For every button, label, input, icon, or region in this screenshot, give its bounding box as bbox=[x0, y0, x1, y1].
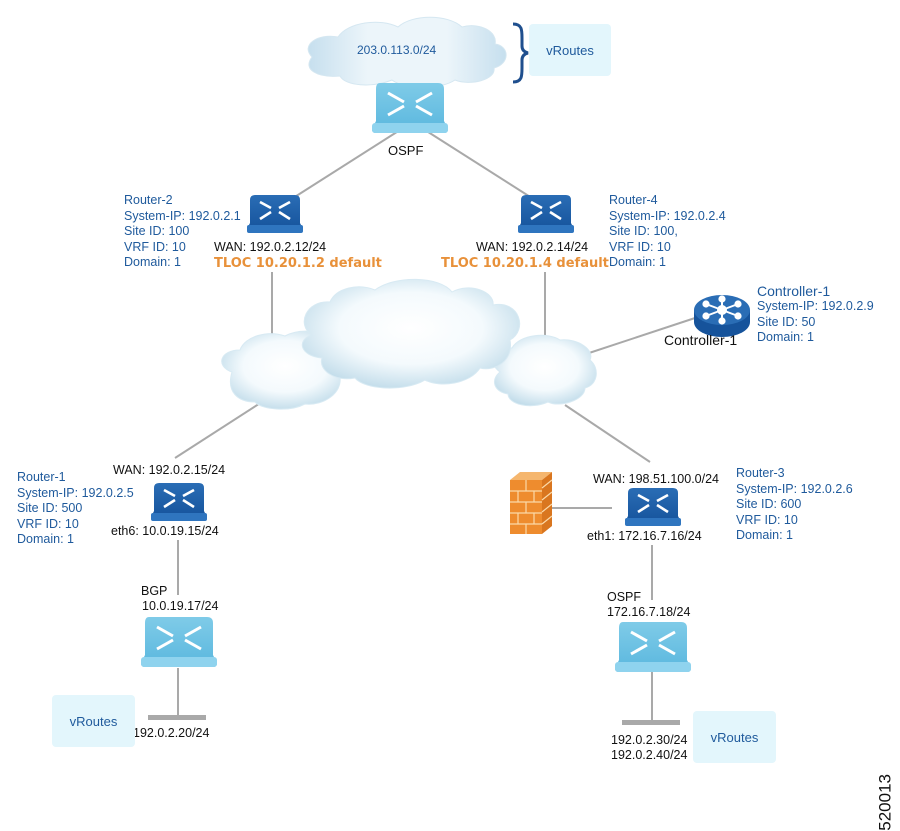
link-ospf-router2 bbox=[289, 129, 401, 201]
router-1-wan: WAN: 192.0.2.15/24 bbox=[113, 463, 226, 477]
router-4-name: Router-4 bbox=[609, 193, 658, 207]
right-vroutes-label: vRoutes bbox=[710, 729, 759, 745]
top-cloud-label: 203.0.113.0/24 bbox=[357, 43, 437, 57]
right-lan-subnet-2: 192.0.2.40/24 bbox=[611, 748, 688, 762]
top-vroutes-box: vRoutes bbox=[529, 24, 611, 76]
wan-cloud bbox=[221, 278, 597, 410]
brace-icon bbox=[512, 22, 529, 84]
network-diagram bbox=[141, 16, 750, 725]
router-2-wan: WAN: 192.0.2.12/24 bbox=[214, 240, 327, 254]
router-2-info: Router-2 System-IP: 192.0.2.1 Site ID: 1… bbox=[124, 193, 241, 271]
link-wan-router3 bbox=[564, 404, 651, 463]
router-2-name: Router-2 bbox=[124, 193, 173, 207]
left-vroutes-box: vRoutes bbox=[52, 695, 135, 747]
link-wan-router1 bbox=[174, 399, 266, 459]
router-3-system-ip: System-IP: 192.0.2.6 bbox=[736, 481, 853, 496]
right-lan-router-ip: 172.16.7.18/24 bbox=[607, 605, 691, 619]
router-4-icon bbox=[518, 195, 574, 233]
controller-1-info: Controller-1 System-IP: 192.0.2.9 Site I… bbox=[757, 283, 874, 346]
router-1-site-id: Site ID: 500 bbox=[17, 501, 83, 515]
router-4-system-ip: System-IP: 192.0.2.4 bbox=[609, 208, 726, 223]
router-1-name: Router-1 bbox=[17, 470, 66, 484]
router-3-site-id: Site ID: 600 bbox=[736, 497, 802, 511]
left-lan-router-ip: 10.0.19.17/24 bbox=[142, 599, 219, 613]
router-3-wan: WAN: 198.51.100.0/24 bbox=[593, 472, 720, 486]
router-3-lan: eth1: 172.16.7.16/24 bbox=[587, 529, 702, 543]
router-1-system-ip: System-IP: 192.0.2.5 bbox=[17, 485, 134, 500]
router-2-domain: Domain: 1 bbox=[124, 255, 181, 269]
top-cloud bbox=[307, 16, 507, 88]
right-lan-protocol: OSPF bbox=[607, 590, 642, 604]
controller-1-domain: Domain: 1 bbox=[757, 330, 814, 344]
controller-icon bbox=[694, 295, 750, 337]
controller-1-caption: Controller-1 bbox=[664, 332, 738, 348]
router-1-info: Router-1 System-IP: 192.0.2.5 Site ID: 5… bbox=[17, 470, 134, 548]
router-2-site-id: Site ID: 100 bbox=[124, 224, 190, 238]
router-2-tloc: TLOC 10.20.1.2 default bbox=[214, 256, 382, 271]
ospf-top-label: OSPF bbox=[388, 143, 424, 158]
router-3-vrf-id: VRF ID: 10 bbox=[736, 512, 798, 527]
controller-1-site-id: Site ID: 50 bbox=[757, 314, 816, 329]
left-lan-protocol: BGP bbox=[141, 584, 168, 598]
right-lan-subnet-1: 192.0.2.30/24 bbox=[611, 733, 688, 747]
link-controller-wan bbox=[582, 317, 696, 356]
figure-id: 520013 bbox=[876, 774, 895, 831]
router-4-vrf-id: VRF ID: 10 bbox=[609, 239, 671, 254]
router-3-info: Router-3 System-IP: 192.0.2.6 Site ID: 6… bbox=[736, 466, 853, 544]
router-4-domain: Domain: 1 bbox=[609, 255, 666, 269]
router-4-wan: WAN: 192.0.2.14/24 bbox=[476, 240, 589, 254]
controller-1-system-ip: System-IP: 192.0.2.9 bbox=[757, 299, 874, 313]
router-4-tloc: TLOC 10.20.1.4 default bbox=[441, 256, 609, 271]
ospf-router-lan-icon bbox=[615, 622, 691, 672]
router-2-icon bbox=[247, 195, 303, 233]
router-1-vrf-id: VRF ID: 10 bbox=[17, 516, 79, 531]
ospf-router-top-icon bbox=[372, 83, 448, 133]
router-3-icon bbox=[625, 488, 681, 526]
router-1-domain: Domain: 1 bbox=[17, 532, 74, 546]
router-1-icon bbox=[151, 483, 207, 521]
router-3-name: Router-3 bbox=[736, 466, 785, 480]
router-2-system-ip: System-IP: 192.0.2.1 bbox=[124, 208, 241, 223]
top-vroutes-label: vRoutes bbox=[546, 42, 594, 58]
router-2-vrf-id: VRF ID: 10 bbox=[124, 239, 186, 254]
left-vroutes-label: vRoutes bbox=[69, 713, 118, 729]
right-vroutes-box: vRoutes bbox=[693, 711, 776, 763]
firewall-icon bbox=[510, 472, 553, 534]
links bbox=[174, 129, 696, 722]
router-3-domain: Domain: 1 bbox=[736, 528, 793, 542]
controller-1-name: Controller-1 bbox=[757, 283, 831, 299]
router-4-info: Router-4 System-IP: 192.0.2.4 Site ID: 1… bbox=[609, 193, 726, 271]
right-lan-segment bbox=[622, 720, 680, 725]
router-4-site-id: Site ID: 100, bbox=[609, 224, 678, 238]
bgp-router-icon bbox=[141, 617, 217, 667]
router-1-lan: eth6: 10.0.19.15/24 bbox=[111, 524, 219, 538]
left-lan-subnet: 192.0.2.20/24 bbox=[133, 726, 210, 740]
link-ospf-router4 bbox=[424, 129, 536, 201]
left-lan-segment bbox=[148, 715, 206, 720]
